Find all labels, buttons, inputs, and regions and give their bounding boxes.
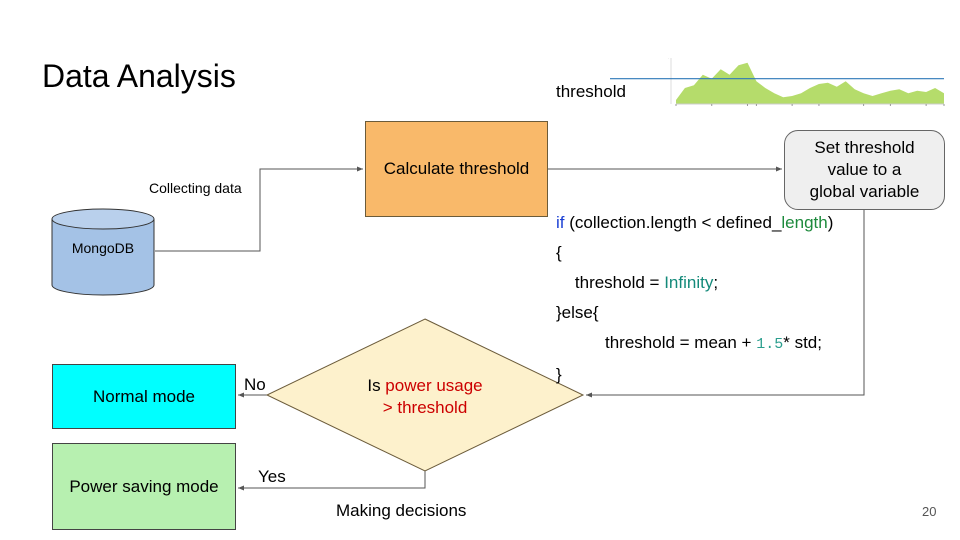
code-line-assign: threshold = Infinity; (556, 268, 833, 298)
decision-line2: > threshold (382, 398, 468, 417)
code-line-open: { (556, 243, 562, 262)
collecting-data-label: Collecting data (149, 180, 242, 196)
code-line-if: if (collection.length < defined_length) (556, 208, 833, 238)
code-line-close: } (556, 365, 562, 384)
code-if-keyword: if (556, 213, 565, 232)
decision-highlight: power usage (385, 376, 483, 395)
calculate-threshold-box: Calculate threshold (365, 121, 548, 217)
mongodb-cylinder (51, 208, 155, 296)
page-title: Data Analysis (42, 58, 236, 94)
code-line-else: }else{ (556, 303, 599, 322)
set-threshold-line2: value to a (827, 160, 902, 179)
sparkline-area (676, 62, 944, 104)
edge-decision-to-saving (238, 471, 426, 491)
svg-text:·: · (668, 56, 669, 61)
mongodb-label: MongoDB (71, 240, 135, 256)
sparkline-x-ticks (675, 104, 945, 106)
set-threshold-box: Set threshold value to a global variable (784, 130, 945, 210)
set-threshold-line1: Set threshold (814, 138, 915, 157)
normal-mode-box: Normal mode (52, 364, 236, 429)
making-decisions-label: Making decisions (336, 501, 467, 520)
page-number: 20 (922, 504, 937, 519)
code-assign-a: threshold = (556, 273, 665, 292)
decision-diamond (265, 318, 585, 472)
code-assign-c: ; (713, 273, 719, 292)
code-calc-a: threshold = mean + (605, 333, 757, 352)
sparkline-threshold-label: threshold (556, 82, 626, 101)
code-calc-number: 1.5 (756, 336, 784, 353)
edge-db-to-calc (155, 166, 363, 252)
power-saving-mode-box: Power saving mode (52, 443, 236, 530)
calculate-threshold-label: Calculate threshold (383, 159, 530, 178)
power-saving-mode-label: Power saving mode (69, 476, 219, 496)
code-condition-b: length (781, 213, 828, 232)
code-line-calc: threshold = mean + 1.5* std; (556, 328, 833, 360)
decision-label: Is power usage > threshold (330, 375, 520, 419)
yes-label: Yes (258, 467, 286, 486)
decision-prefix: Is (367, 376, 386, 395)
no-label: No (244, 375, 266, 394)
code-calc-c: * std; (783, 333, 822, 352)
set-threshold-line3: global variable (809, 182, 920, 201)
code-assign-infinity: Infinity (664, 273, 714, 292)
code-condition-a: (collection.length < defined_ (564, 213, 782, 232)
code-snippet: if (collection.length < defined_length) … (556, 208, 833, 390)
normal-mode-label: Normal mode (92, 386, 196, 406)
code-condition-c: ) (827, 213, 834, 232)
sparkline-chart: · (610, 56, 945, 106)
edge-setvar-to-decision (586, 210, 865, 398)
